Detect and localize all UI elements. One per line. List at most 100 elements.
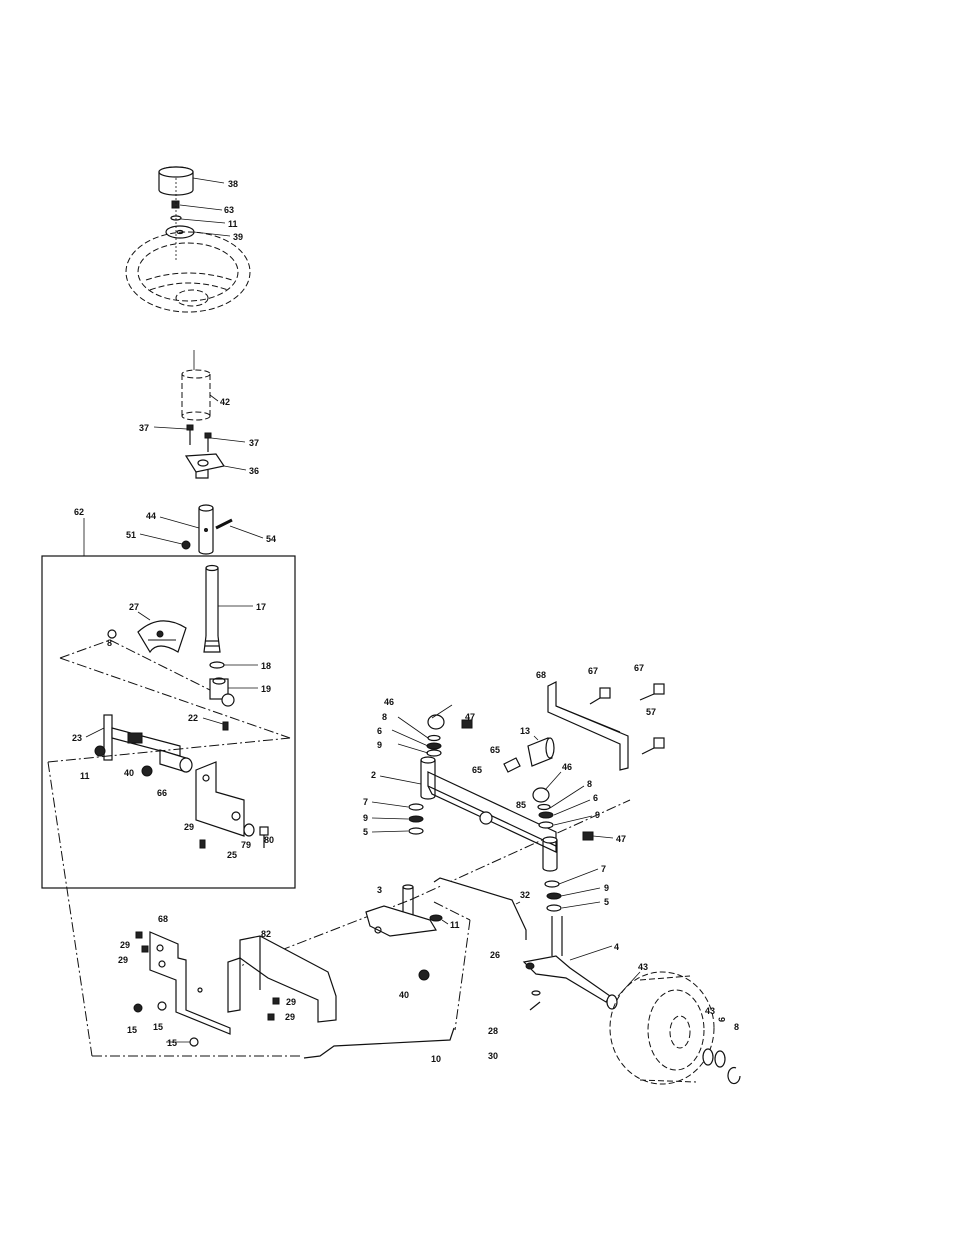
label-66: 66 <box>157 788 167 798</box>
nuts-15 <box>134 1002 198 1046</box>
label-27: 27 <box>129 602 139 612</box>
label-9-b: 9 <box>595 810 600 820</box>
frame-bracket-82 <box>228 936 336 1022</box>
label-7-b: 7 <box>601 864 606 874</box>
column-group <box>182 350 224 478</box>
upper-shaft-group <box>182 505 232 554</box>
label-30: 30 <box>488 1051 498 1061</box>
pin-54 <box>216 520 232 528</box>
label-51: 51 <box>126 530 136 540</box>
cap-screw <box>172 201 179 208</box>
screw-29-box <box>200 840 205 848</box>
axle-support-bracket <box>548 682 628 770</box>
label-38: 38 <box>228 179 238 189</box>
label-37-a: 37 <box>139 423 149 433</box>
wheel-washers <box>703 1049 740 1084</box>
screws-29-left <box>136 932 148 952</box>
label-10: 10 <box>431 1054 441 1064</box>
label-67-b: 67 <box>634 663 644 673</box>
label-85: 85 <box>516 800 526 810</box>
bushing-65 <box>504 758 520 772</box>
bolt-67-b <box>640 684 664 700</box>
label-43-a: 43 <box>638 962 648 972</box>
label-32: 32 <box>520 890 530 900</box>
nut-11-spindle <box>430 915 442 921</box>
sleeve-13 <box>528 738 554 766</box>
label-67-a: 67 <box>588 666 598 676</box>
label-19: 19 <box>261 684 271 694</box>
label-43-b: 43 <box>705 1006 715 1016</box>
label-15-a: 15 <box>127 1025 137 1035</box>
label-8-c: 8 <box>587 779 592 789</box>
upper-shaft <box>199 505 213 554</box>
label-8-b: 8 <box>382 712 387 722</box>
bolt-right <box>205 433 211 452</box>
axle-beam <box>428 772 556 852</box>
label-15-b: 15 <box>153 1022 163 1032</box>
label-5-a: 5 <box>363 827 368 837</box>
cotter-pin <box>530 991 540 1010</box>
screw-22 <box>223 722 228 730</box>
nut-51 <box>182 541 190 549</box>
leader-lines <box>86 178 640 1042</box>
label-8-a: 8 <box>107 638 112 648</box>
label-6-a: 6 <box>377 726 382 736</box>
label-82: 82 <box>261 929 271 939</box>
label-29-d: 29 <box>286 997 296 1007</box>
label-40-a: 40 <box>124 768 134 778</box>
label-79: 79 <box>241 840 251 850</box>
label-36: 36 <box>249 466 259 476</box>
nut-47-right <box>583 832 593 840</box>
label-17: 17 <box>256 602 266 612</box>
label-44: 44 <box>146 511 156 521</box>
label-28: 28 <box>488 1026 498 1036</box>
label-80: 80 <box>264 835 274 845</box>
nut-11-box <box>95 746 105 756</box>
label-2: 2 <box>371 770 376 780</box>
label-65-a: 65 <box>472 765 482 775</box>
spindle-right <box>524 916 610 1002</box>
tie-rod-32 <box>434 878 526 940</box>
gear-box-contents <box>48 566 290 849</box>
bolt-left <box>187 425 193 445</box>
label-68-a: 68 <box>536 670 546 680</box>
label-54: 54 <box>266 534 276 544</box>
side-plate-68 <box>150 932 230 1034</box>
bolt-67-a <box>590 688 610 704</box>
label-8-d: 8 <box>734 1022 739 1032</box>
label-15-c: 15 <box>167 1038 177 1048</box>
column-bracket <box>186 454 224 478</box>
label-22: 22 <box>188 713 198 723</box>
label-47-b: 47 <box>616 834 626 844</box>
label-18: 18 <box>261 661 271 671</box>
pinion-block <box>210 678 234 706</box>
label-9-a: 9 <box>377 740 382 750</box>
label-46-b: 46 <box>562 762 572 772</box>
washer-43-axle <box>607 995 617 1009</box>
label-68-b: 68 <box>158 914 168 924</box>
left-washer-stack <box>409 715 444 834</box>
label-62: 62 <box>74 507 84 517</box>
column-sleeve <box>182 370 210 420</box>
right-pivot-tube <box>543 837 557 871</box>
nut-40-box <box>142 766 152 776</box>
label-39: 39 <box>233 232 243 242</box>
bolt-57 <box>642 738 664 754</box>
label-42: 42 <box>220 397 230 407</box>
label-57: 57 <box>646 707 656 717</box>
nut-26 <box>526 963 534 969</box>
label-47-a: 47 <box>465 712 475 722</box>
label-37-b: 37 <box>249 438 259 448</box>
label-25: 25 <box>227 850 237 860</box>
label-13: 13 <box>520 726 530 736</box>
label-29-c: 29 <box>118 955 128 965</box>
front-axle-group <box>409 682 664 911</box>
washer-79 <box>244 824 254 836</box>
label-65-b: 65 <box>490 745 500 755</box>
label-6-b: 6 <box>593 793 598 803</box>
label-11-c: 11 <box>450 920 460 930</box>
label-6-c: 6 <box>717 1017 727 1022</box>
label-9-d: 9 <box>604 883 609 893</box>
label-11-a: 11 <box>228 219 238 229</box>
